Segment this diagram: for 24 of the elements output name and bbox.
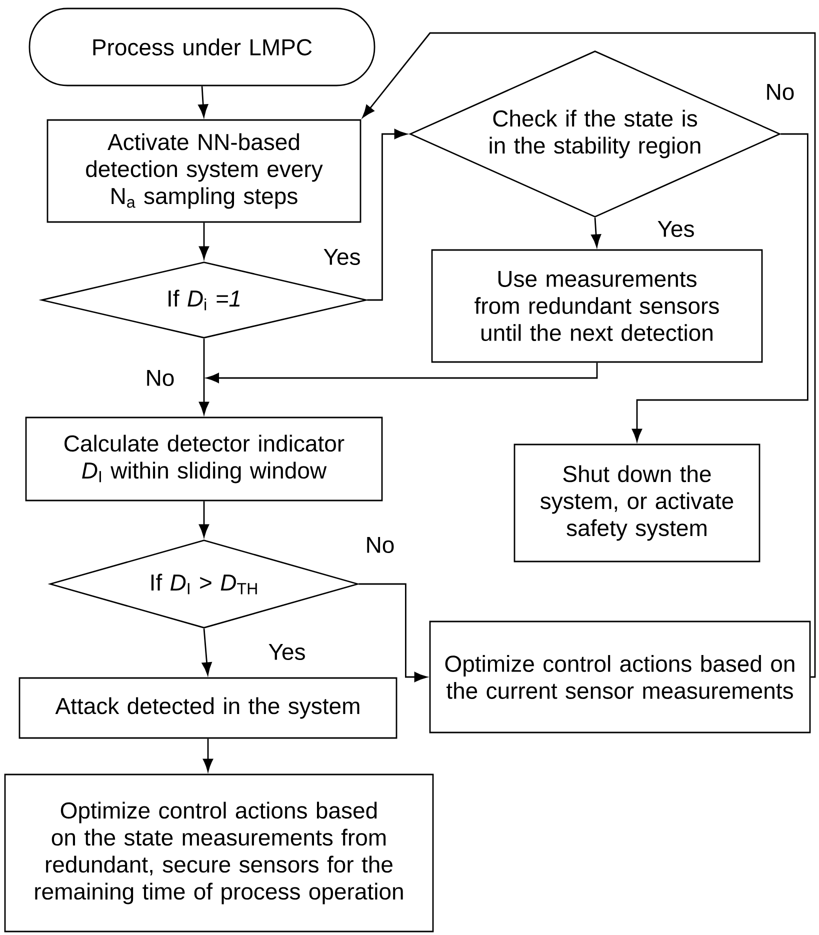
arrow: [199, 338, 209, 415]
arrow: [203, 738, 213, 772]
arrow: [367, 129, 408, 301]
process-box: Use measurements from redundant sensors until the next detection: [431, 249, 763, 363]
process-box: Shut down the system, or activate safety system: [514, 444, 760, 562]
arrow: [198, 86, 208, 118]
edge-label: No: [144, 368, 176, 388]
process-box: Optimize control actions based on the state measurements from redundant, secure sensors for the remaining time of process operation: [4, 774, 434, 932]
arrow: [202, 628, 212, 676]
arrow: [358, 583, 428, 682]
arrow: [632, 133, 808, 442]
process-box: Activate NN-based detection system every N$_{a}$ sampling steps: [46, 119, 362, 223]
start-terminator: Process under LMPC: [28, 8, 376, 86]
arrow: [199, 501, 209, 538]
process-box: Optimize control actions based on the current sensor measurements: [429, 620, 811, 734]
arrow: [362, 32, 816, 678]
process-box: Attack detected in the system: [18, 677, 398, 739]
arrow: [206, 362, 598, 383]
edge-label: Yes: [656, 220, 696, 238]
edge-label: No: [364, 536, 396, 554]
arrow: [591, 218, 602, 248]
edge-label: Yes: [267, 642, 307, 662]
process-box: Calculate detector indicator D$_{I}$ within sliding window: [25, 416, 383, 502]
arrow: [199, 222, 209, 260]
